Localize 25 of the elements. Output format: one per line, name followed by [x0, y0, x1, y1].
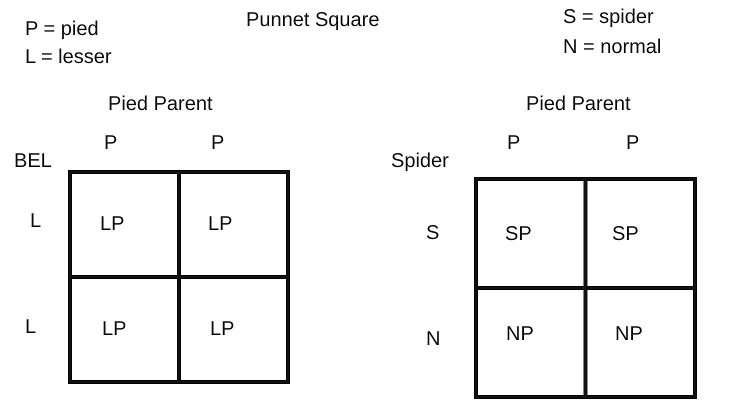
genotype-label: LP [208, 213, 232, 235]
genotype-label: LP [210, 318, 234, 340]
allele-label: P [626, 132, 640, 154]
genotype-label: LP [102, 318, 126, 340]
allele-label: S [426, 222, 440, 244]
parent-label: Pied Parent [108, 93, 213, 115]
allele-label: P [211, 132, 224, 154]
allele-label: L [30, 210, 42, 232]
allele-label: L [25, 316, 36, 338]
diagram-title: Punnet Square [246, 9, 380, 31]
allele-label: P [104, 132, 118, 154]
genotype-label: NP [506, 323, 534, 345]
genotype-label: SP [612, 223, 639, 245]
allele-label: N [426, 328, 440, 350]
genotype-label: LP [100, 213, 124, 235]
key-text: L = lesser [25, 46, 112, 68]
allele-label: P [507, 132, 520, 154]
parent-label: Spider [391, 150, 449, 172]
key-text: S = spider [563, 6, 654, 28]
genotype-label: NP [615, 323, 643, 345]
key-text: N = normal [563, 36, 662, 58]
genotype-label: SP [505, 223, 532, 245]
parent-label: Pied Parent [526, 93, 631, 115]
key-text: P = pied [25, 18, 99, 40]
parent-label: BEL [14, 150, 52, 172]
